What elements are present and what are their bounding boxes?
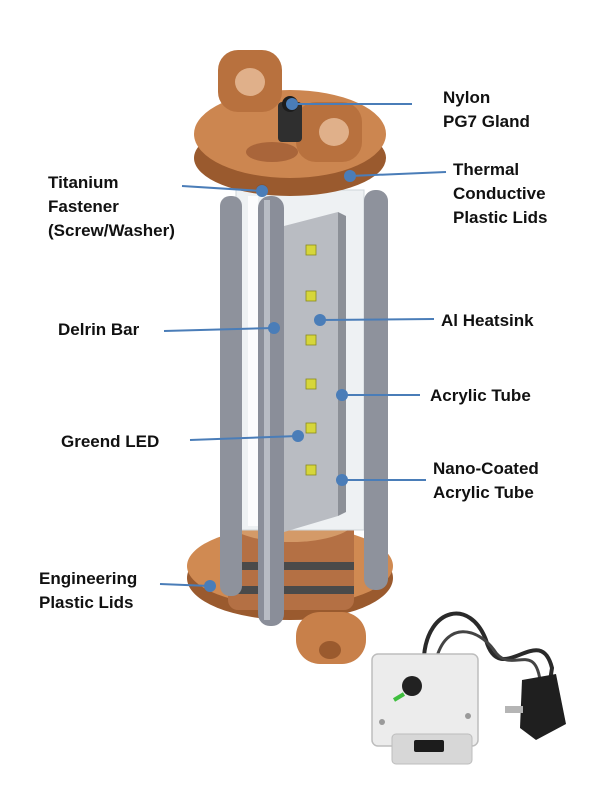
label-nylon-pg7-gland: Nylon PG7 Gland	[443, 86, 530, 134]
label-thermal-conductive-lids: Thermal Conductive Plastic Lids	[453, 158, 547, 230]
aluminium-heatsink-bar	[284, 212, 338, 532]
leader-delrin	[163, 327, 275, 332]
bottom-cap-boss	[296, 612, 366, 664]
aluminium-heatsink-bar-side	[338, 212, 346, 516]
leader-engineering-dot	[204, 580, 216, 592]
inner-ring-gasket-2	[228, 586, 354, 594]
led-chip	[305, 334, 317, 346]
controller-screw-1	[379, 719, 385, 725]
led-chip	[305, 244, 317, 256]
leader-thermal	[349, 171, 447, 177]
leader-heatsink	[319, 318, 435, 321]
power-plug-pin	[505, 706, 523, 713]
label-line: (Screw/Washer)	[48, 221, 175, 240]
label-line: Greend LED	[61, 432, 160, 451]
power-cable-2	[434, 630, 542, 681]
led-chip	[305, 422, 317, 434]
label-green-led: Greend LED	[61, 430, 159, 454]
led-chip	[305, 378, 317, 390]
leader-nano-dot	[336, 474, 348, 486]
label-al-heatsink: Al Heatsink	[441, 309, 534, 333]
label-line: Acrylic Tube	[433, 483, 534, 502]
delrin-rod-left	[220, 196, 242, 596]
label-line: Titanium	[48, 173, 119, 192]
callout-leaders	[159, 98, 447, 592]
led-chip	[305, 290, 317, 302]
led-chip	[305, 464, 317, 476]
leader-thermal-dot	[344, 170, 356, 182]
bottom-cap-boss-hole	[319, 641, 341, 659]
label-line: Delrin Bar	[58, 320, 140, 339]
leader-delrin-dot	[268, 322, 280, 334]
power-plug	[520, 674, 566, 740]
controller-knob-indicator	[392, 692, 406, 702]
nylon-gland	[278, 102, 302, 142]
label-line: Nano-Coated	[433, 459, 539, 478]
leader-acrylic-dot	[336, 389, 348, 401]
delrin-rod-front	[258, 196, 284, 626]
leader-titanium	[181, 185, 263, 192]
inner-ring-gasket-1	[228, 562, 354, 570]
led-strip	[305, 244, 317, 476]
label-acrylic-tube: Acrylic Tube	[430, 384, 531, 408]
leader-titanium-dot	[256, 185, 268, 197]
label-line: Acrylic Tube	[430, 386, 531, 405]
leader-nylon-dot	[286, 98, 298, 110]
controller-switch	[414, 740, 444, 752]
controller-box	[371, 653, 479, 747]
label-delrin-bar: Delrin Bar	[58, 318, 139, 342]
lifting-lug-right-hole	[319, 118, 349, 146]
label-line: Engineering	[39, 569, 138, 588]
acrylic-tube-shine	[248, 196, 258, 526]
label-line: Nylon	[443, 88, 491, 107]
label-engineering-plastic-lids: Engineering Plastic Lids	[39, 567, 137, 615]
label-line: Fastener	[48, 197, 119, 216]
top-cap-recess	[246, 142, 298, 162]
label-line: Thermal	[453, 160, 520, 179]
leader-led-dot	[292, 430, 304, 442]
leader-led	[189, 435, 299, 441]
label-line: Plastic Lids	[39, 593, 134, 612]
lifting-lug-left-hole	[235, 68, 265, 96]
leader-engineering	[159, 583, 211, 587]
label-line: Plastic Lids	[453, 208, 548, 227]
delrin-rod-right	[364, 190, 388, 590]
controller-screw-2	[465, 713, 471, 719]
label-nano-coated-acrylic-tube: Nano-Coated Acrylic Tube	[433, 457, 539, 505]
label-line: Conductive	[453, 184, 546, 203]
label-line: PG7 Gland	[443, 112, 530, 131]
delrin-rod-highlight	[264, 200, 270, 620]
controller-knob	[402, 676, 422, 696]
label-titanium-fastener: Titanium Fastener (Screw/Washer)	[48, 171, 175, 243]
label-line: Al Heatsink	[441, 311, 534, 330]
leader-heatsink-dot	[314, 314, 326, 326]
